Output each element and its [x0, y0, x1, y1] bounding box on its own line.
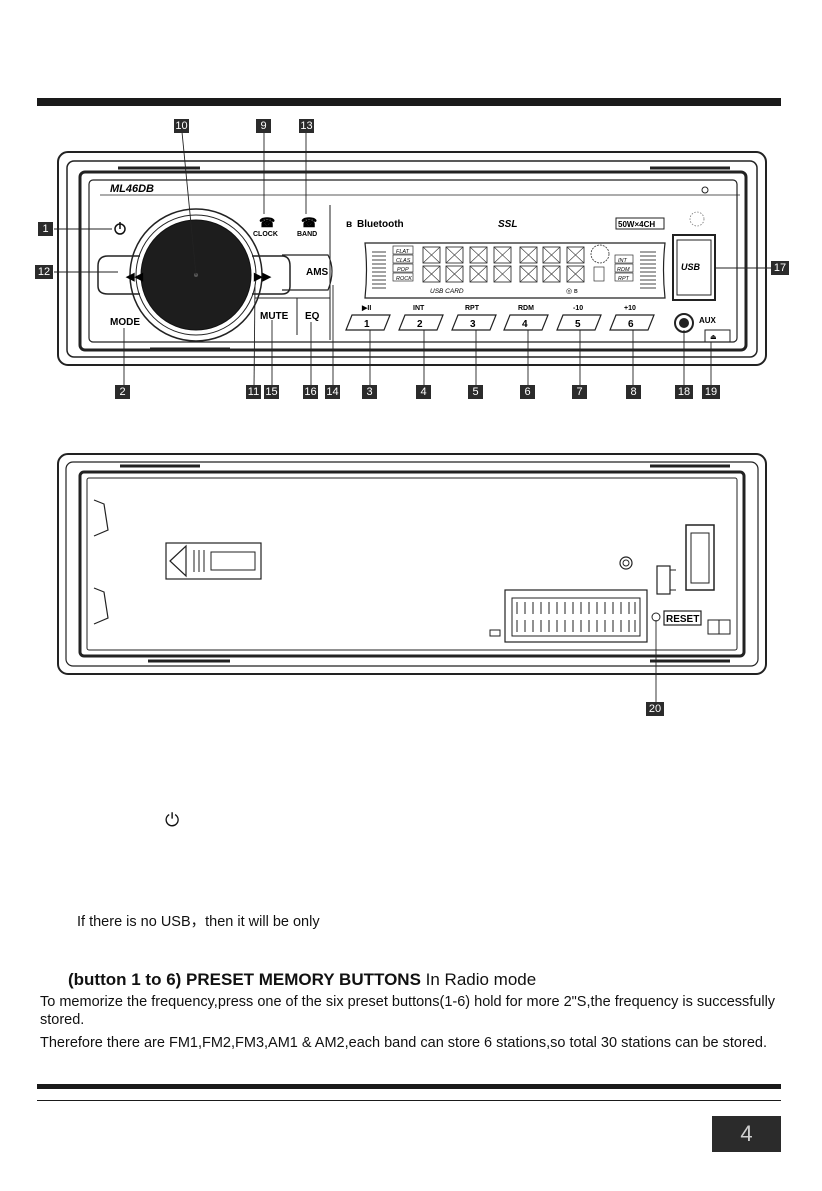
callout-18: 18 — [675, 385, 693, 399]
callout-8: 8 — [626, 385, 641, 399]
no-usb-text: If there is no USB，then it will be only — [77, 914, 320, 930]
reset-button[interactable]: RESET — [663, 610, 702, 626]
svg-text:INT: INT — [618, 258, 628, 264]
preset-button-6[interactable]: 6 +10 — [609, 305, 655, 331]
band-button[interactable]: ☎ BAND — [297, 215, 317, 238]
disc-icon — [590, 244, 610, 264]
svg-text:ROCK: ROCK — [396, 276, 412, 282]
lcd-display: FLAT CLAS POP ROCK INT RDM RPT — [364, 242, 666, 299]
preset-button-2[interactable]: 2 INT — [398, 305, 444, 331]
callout-16: 16 — [303, 385, 318, 399]
callout-11: 11 — [246, 385, 261, 399]
svg-text:USB CARD: USB CARD — [430, 288, 464, 295]
callout-12: 12 — [35, 265, 53, 279]
callout-4: 4 — [416, 385, 431, 399]
callout-15: 15 — [264, 385, 279, 399]
preset-button-3[interactable]: 3 RPT — [451, 305, 497, 331]
preset-paragraph-1: To memorize the frequency,press one of t… — [40, 994, 776, 1028]
callout-13: 13 — [299, 119, 314, 133]
svg-text:INT: INT — [413, 305, 425, 312]
svg-text:CLOCK: CLOCK — [253, 231, 278, 238]
front-panel — [57, 151, 767, 366]
svg-text:RPT: RPT — [618, 276, 630, 282]
preset-heading: (button 1 to 6) PRESET MEMORY BUTTONS In… — [68, 970, 537, 989]
bottom-rule-thin — [37, 1100, 781, 1101]
svg-text:▶II: ▶II — [361, 305, 371, 312]
preset-button-1[interactable]: 1 ▶II — [345, 305, 391, 331]
callout-7: 7 — [572, 385, 587, 399]
bottom-rule — [37, 1084, 781, 1089]
eq-button[interactable]: EQ — [305, 311, 320, 322]
back-panel — [57, 453, 767, 675]
callout-6: 6 — [520, 385, 535, 399]
svg-text:RDM: RDM — [518, 305, 534, 312]
leader-lines — [54, 131, 771, 703]
svg-text:POP: POP — [397, 267, 409, 273]
release-icon: ⏏ — [710, 334, 717, 341]
callout-3: 3 — [362, 385, 377, 399]
prev-button[interactable]: ◀◀ — [97, 255, 143, 295]
svg-text:AMS: AMS — [306, 267, 329, 278]
page-number: 4 — [712, 1116, 781, 1152]
preset-button-5[interactable]: 5 -10 — [556, 305, 602, 331]
svg-text:RESET: RESET — [666, 614, 699, 625]
bluetooth-icon: ʙ — [346, 219, 352, 230]
svg-text:BAND: BAND — [297, 231, 317, 238]
power-button[interactable] — [114, 222, 126, 235]
svg-text:2: 2 — [417, 319, 423, 330]
bluetooth-label: Bluetooth — [357, 219, 404, 230]
top-rule — [37, 98, 781, 106]
phone-icon: ☎ — [259, 215, 275, 230]
svg-text:FLAT: FLAT — [396, 249, 410, 255]
ams-button[interactable]: AMS — [282, 254, 333, 291]
svg-text:-10: -10 — [573, 305, 583, 312]
bluetooth-display-icon: ◎ ʙ — [566, 288, 578, 295]
callout-5: 5 — [468, 385, 483, 399]
callout-2: 2 — [115, 385, 130, 399]
svg-text:CLAS: CLAS — [396, 258, 411, 264]
clock-button[interactable]: ☎ CLOCK — [253, 215, 278, 238]
power-badge: 50W×4CH — [618, 220, 655, 229]
svg-text:4: 4 — [522, 319, 528, 330]
callout-19: 19 — [702, 385, 720, 399]
phone-hangup-icon: ☎ — [301, 215, 317, 230]
svg-text:RDM: RDM — [617, 267, 630, 273]
callout-10: 10 — [174, 119, 189, 133]
callout-20: 20 — [646, 702, 664, 716]
svg-text:USB: USB — [681, 262, 701, 272]
mute-button[interactable]: MUTE — [260, 311, 289, 322]
preset-button-4[interactable]: 4 RDM — [503, 305, 549, 331]
model-label: ML46DB — [110, 183, 154, 195]
callout-17: 17 — [771, 261, 789, 275]
prev-icon: ◀◀ — [125, 271, 143, 283]
brand-logo: SSL — [498, 219, 517, 230]
svg-text:3: 3 — [470, 319, 476, 330]
preset-paragraph-2: Therefore there are FM1,FM2,FM3,AM1 & AM… — [40, 1035, 767, 1051]
iso-connector-pins — [516, 602, 636, 632]
svg-text:6: 6 — [628, 319, 634, 330]
svg-text:+10: +10 — [624, 305, 636, 312]
release-slot[interactable] — [704, 329, 731, 343]
power-icon: ⏻ — [165, 810, 180, 830]
next-icon: ▶▶ — [253, 271, 271, 283]
callout-14: 14 — [325, 385, 340, 399]
callout-1: 1 — [38, 222, 53, 236]
mode-button[interactable]: MODE — [110, 317, 140, 328]
next-button[interactable]: ▶▶ — [252, 255, 291, 295]
usb-port[interactable]: USB — [672, 234, 716, 301]
preset-buttons: 1 ▶II 2 INT 3 RPT 4 RDM 5 -10 6 +10 — [345, 305, 655, 331]
callout-9: 9 — [256, 119, 271, 133]
svg-text:1: 1 — [364, 319, 370, 330]
aux-jack[interactable]: AUX — [674, 313, 717, 333]
microphone-icon — [689, 211, 705, 227]
svg-text:AUX: AUX — [699, 316, 717, 325]
svg-text:RPT: RPT — [465, 305, 480, 312]
svg-text:5: 5 — [575, 319, 581, 330]
